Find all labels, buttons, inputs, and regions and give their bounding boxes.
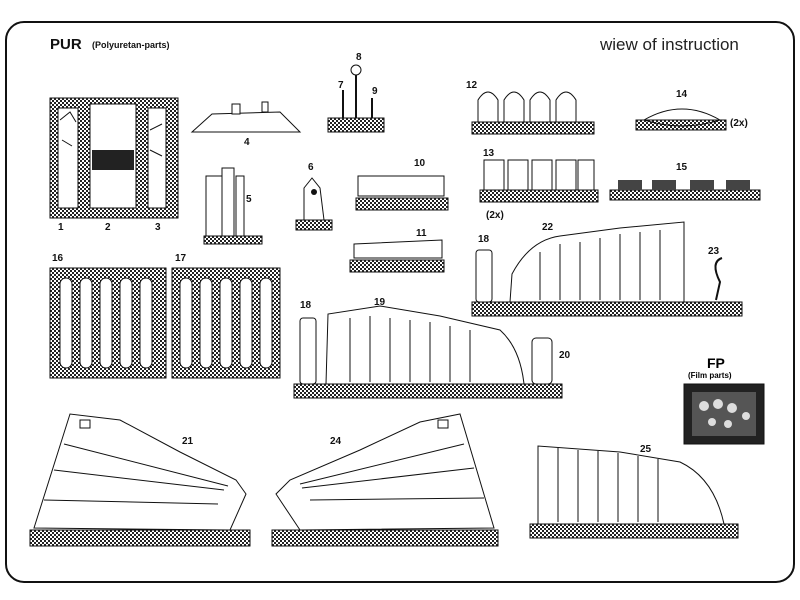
part-4 (190, 101, 302, 133)
part-14 (635, 108, 727, 131)
part-number-5: 5 (246, 194, 252, 205)
part-12 (471, 91, 595, 135)
part-25 (529, 445, 739, 539)
part-number-18-lower: 18 (300, 300, 312, 311)
parts-18-22-23 (471, 221, 743, 317)
part-number-25: 25 (640, 444, 652, 455)
film-parts-label: FP (707, 355, 725, 371)
part-21 (29, 413, 251, 547)
part-17 (171, 267, 281, 379)
part-number-17: 17 (175, 253, 187, 264)
part-number-19: 19 (374, 297, 386, 308)
part-10 (355, 175, 449, 211)
part-6 (295, 177, 333, 231)
header-view-instruction: wiew of instruction (600, 35, 739, 54)
part-5 (203, 167, 263, 245)
part-number-9: 9 (372, 86, 378, 97)
film-parts (683, 383, 765, 445)
part-16 (49, 267, 167, 379)
part-14-quantity: (2x) (730, 118, 748, 129)
part-number-16: 16 (52, 253, 64, 264)
part-number-1: 1 (58, 222, 64, 233)
part-number-23: 23 (708, 246, 720, 257)
part-number-22: 22 (542, 222, 554, 233)
part-13-quantity: (2x) (486, 210, 504, 221)
part-number-21: 21 (182, 436, 194, 447)
parts-7-9 (327, 64, 385, 133)
part-24 (271, 413, 499, 547)
part-number-2: 2 (105, 222, 111, 233)
film-parts-subtitle: (Film parts) (688, 371, 732, 380)
header-pur-subtitle: (Polyuretan-parts) (92, 40, 170, 50)
part-number-20: 20 (559, 350, 571, 361)
part-number-7: 7 (338, 80, 344, 91)
part-15 (609, 180, 761, 201)
part-number-6: 6 (308, 162, 314, 173)
part-number-15: 15 (676, 162, 688, 173)
part-number-13: 13 (483, 148, 495, 159)
part-number-11: 11 (416, 228, 427, 239)
part-number-3: 3 (155, 222, 161, 233)
part-number-4: 4 (244, 137, 250, 148)
part-number-12: 12 (466, 80, 478, 91)
part-13 (479, 159, 599, 203)
part-number-24: 24 (330, 436, 342, 447)
part-number-8: 8 (356, 52, 362, 63)
part-number-18-upper: 18 (478, 234, 490, 245)
sheet-frame (5, 21, 795, 583)
parts-1-3-panel (49, 97, 179, 219)
part-number-14: 14 (676, 89, 688, 100)
parts-18-19-20 (293, 305, 563, 399)
part-11 (349, 239, 445, 273)
part-number-10: 10 (414, 158, 426, 169)
header-pur: PUR (50, 36, 82, 53)
